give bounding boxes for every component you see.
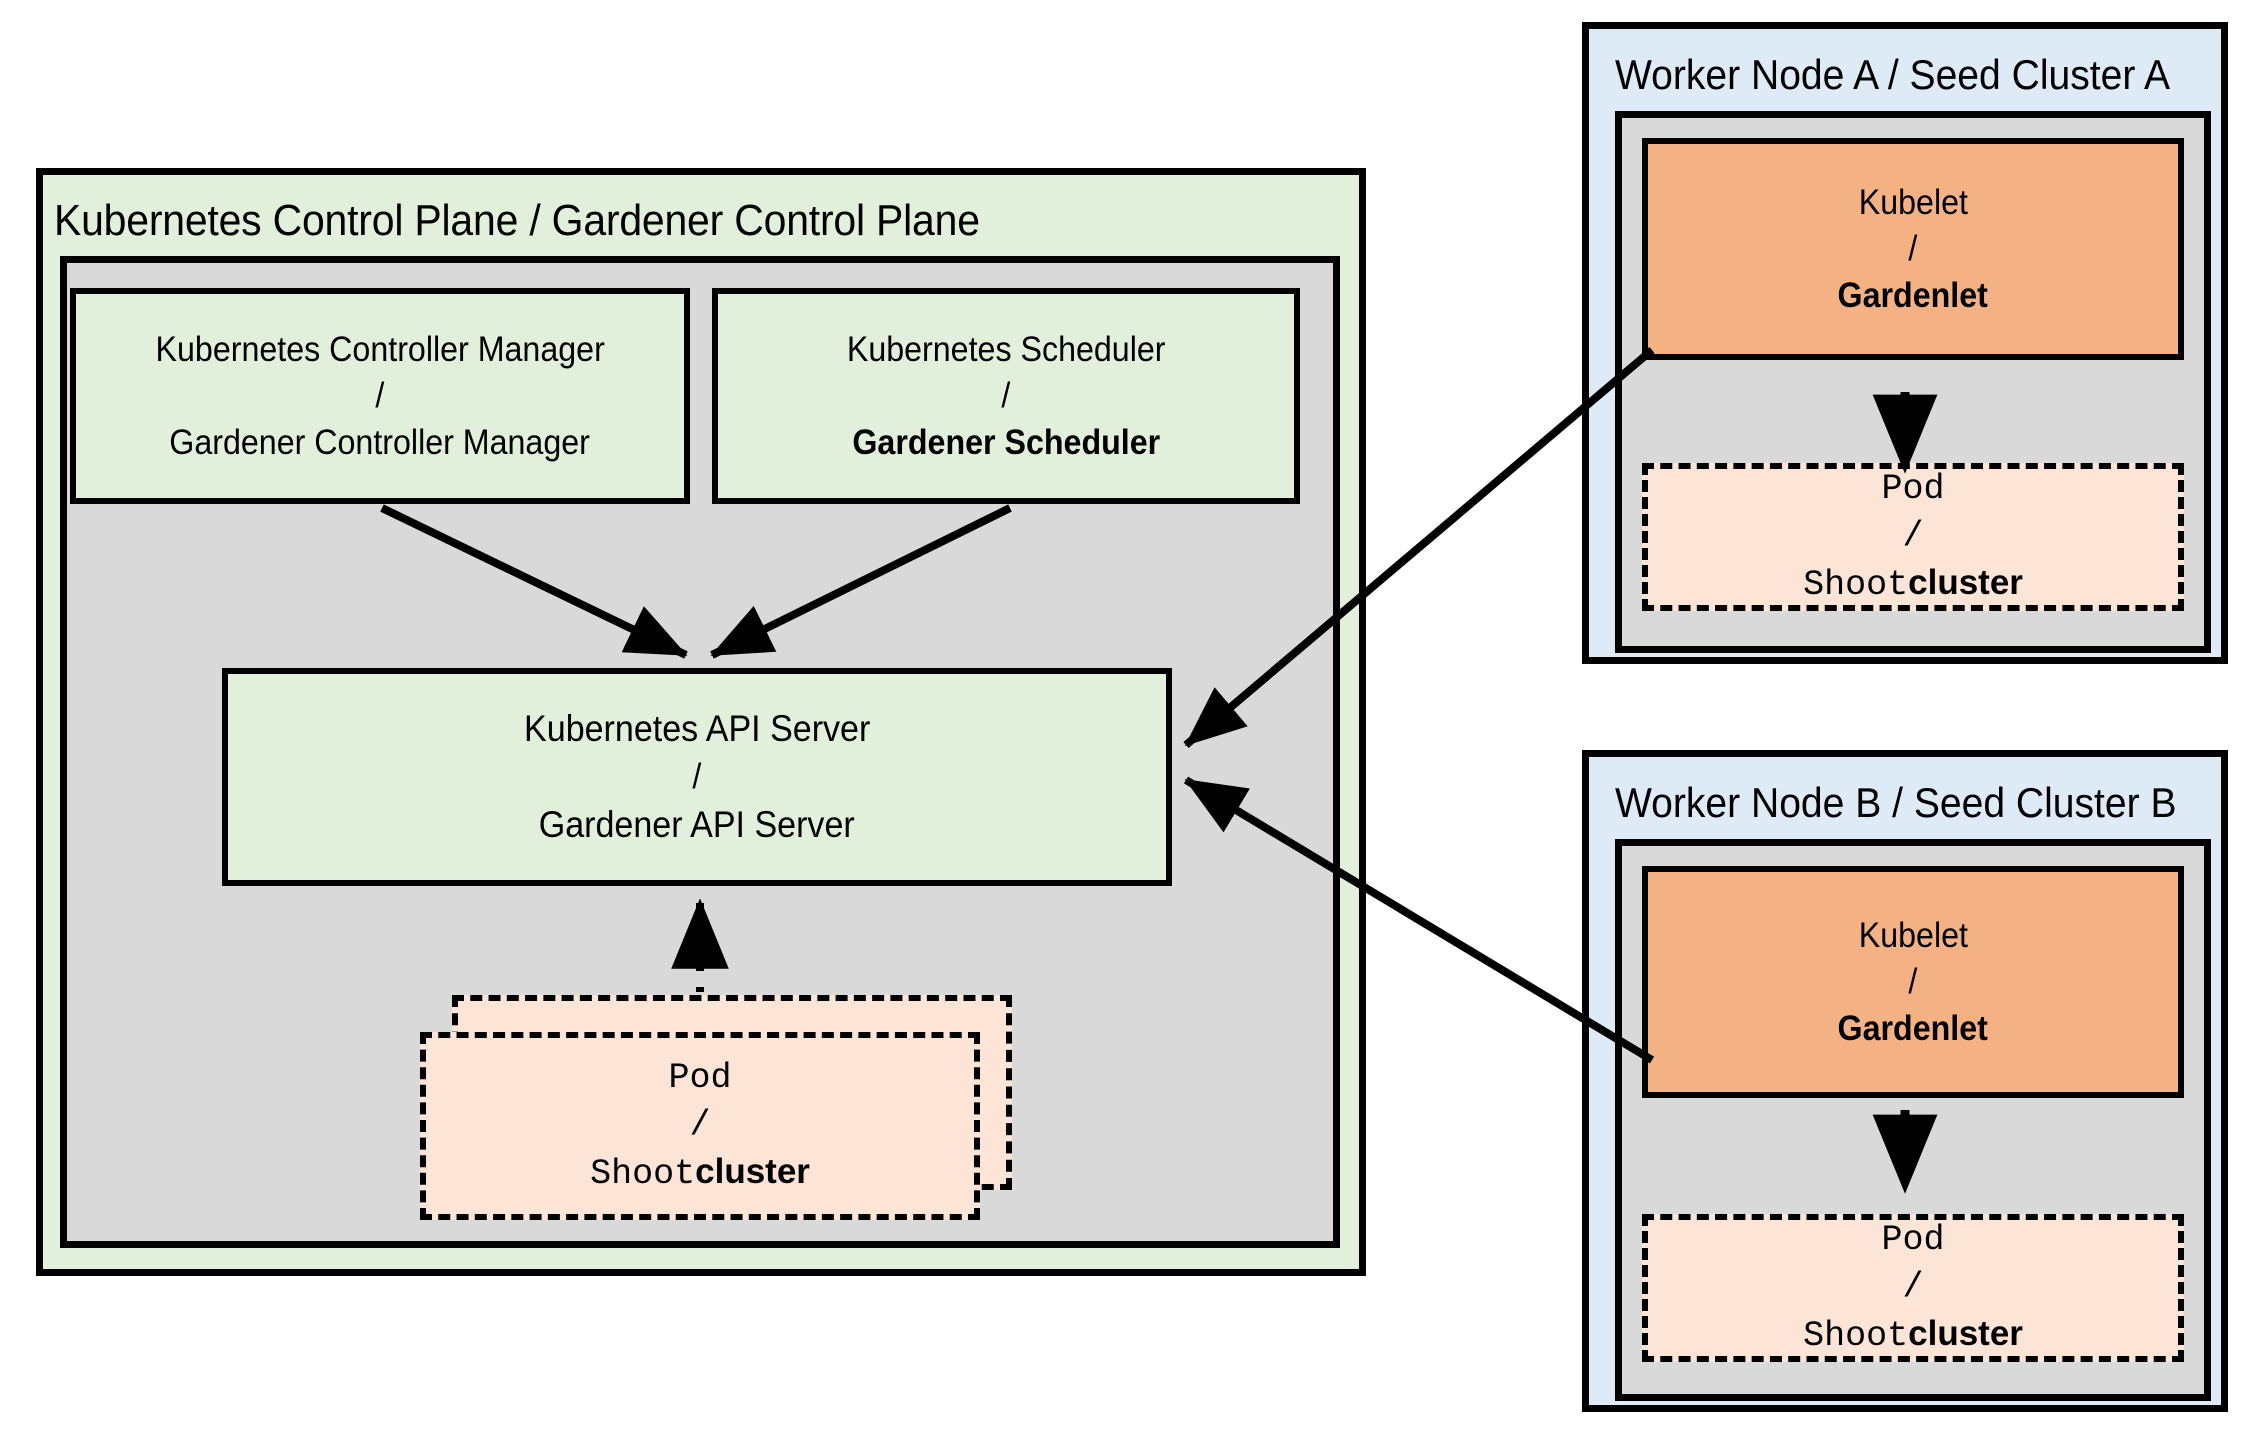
control-plane-pod-line-2: Shootcluster [590,1148,810,1198]
scheduler-separator: / [1001,376,1011,415]
kubelet-a-line-1: Kubelet [1858,183,1968,222]
gardenlet-b-box[interactable]: Kubelet / Gardenlet [1642,866,2184,1098]
pod-b-shoot-text: Shoot [1803,1315,1909,1356]
worker-node-a-title: Worker Node A / Seed Cluster A [1615,51,2171,98]
api-server-line-2: Gardener API Server [539,804,855,845]
kubernetes-controller-manager-box[interactable]: Kubernetes Controller Manager / Gardener… [70,288,690,504]
controller-manager-line-1: Kubernetes Controller Manager [155,330,605,369]
kubelet-a-separator: / [1908,229,1918,268]
worker-node-b-container: Worker Node B / Seed Cluster B Kubelet /… [1582,750,2228,1412]
pod-b-separator: / [1902,1266,1924,1307]
pod-b-line-1: Pod [1881,1219,1945,1260]
kubelet-b-line-2: Gardenlet [1837,1009,1989,1048]
scheduler-line-1: Kubernetes Scheduler [846,330,1166,369]
kubernetes-api-server-box[interactable]: Kubernetes API Server / Gardener API Ser… [222,668,1172,886]
kubelet-b-line-1: Kubelet [1858,916,1968,955]
control-plane-pod-line-1: Pod [668,1057,732,1098]
kubelet-b-separator: / [1908,962,1918,1001]
pod-a-separator: / [1902,515,1924,556]
api-server-separator: / [692,757,702,796]
control-plane-pod-box[interactable]: Pod / Shootcluster [420,1032,980,1220]
pod-a-line-1: Pod [1881,468,1945,509]
worker-node-b-inner-area: Kubelet / Gardenlet Pod / Shootcluster [1615,839,2211,1401]
worker-node-a-inner-area: Kubelet / Gardenlet Pod / Shootcluster [1615,111,2211,653]
gardenlet-a-box[interactable]: Kubelet / Gardenlet [1642,138,2184,360]
controller-manager-separator: / [375,376,385,415]
worker-node-a-container: Worker Node A / Seed Cluster A Kubelet /… [1582,22,2228,664]
api-server-line-1: Kubernetes API Server [523,708,871,749]
pod-a-line-2: Shootcluster [1803,559,2023,609]
worker-node-b-title: Worker Node B / Seed Cluster B [1615,779,2177,826]
worker-node-a-pod-box[interactable]: Pod / Shootcluster [1642,463,2184,611]
kubernetes-scheduler-box[interactable]: Kubernetes Scheduler / Gardener Schedule… [712,288,1300,504]
control-plane-pod-shoot-text: Shoot [590,1153,696,1194]
kubelet-a-line-2: Gardenlet [1837,276,1989,315]
control-plane-title: Kubernetes Control Plane / Gardener Cont… [54,196,980,245]
control-plane-pod-separator: / [689,1104,711,1145]
controller-manager-line-2: Gardener Controller Manager [169,423,591,462]
pod-a-cluster-text: cluster [1908,562,2023,602]
control-plane-pod-cluster-text: cluster [695,1151,810,1191]
pod-b-line-2: Shootcluster [1803,1310,2023,1360]
scheduler-line-2: Gardener Scheduler [852,423,1160,462]
pod-b-cluster-text: cluster [1908,1313,2023,1353]
pod-a-shoot-text: Shoot [1803,564,1909,605]
worker-node-b-pod-box[interactable]: Pod / Shootcluster [1642,1214,2184,1362]
